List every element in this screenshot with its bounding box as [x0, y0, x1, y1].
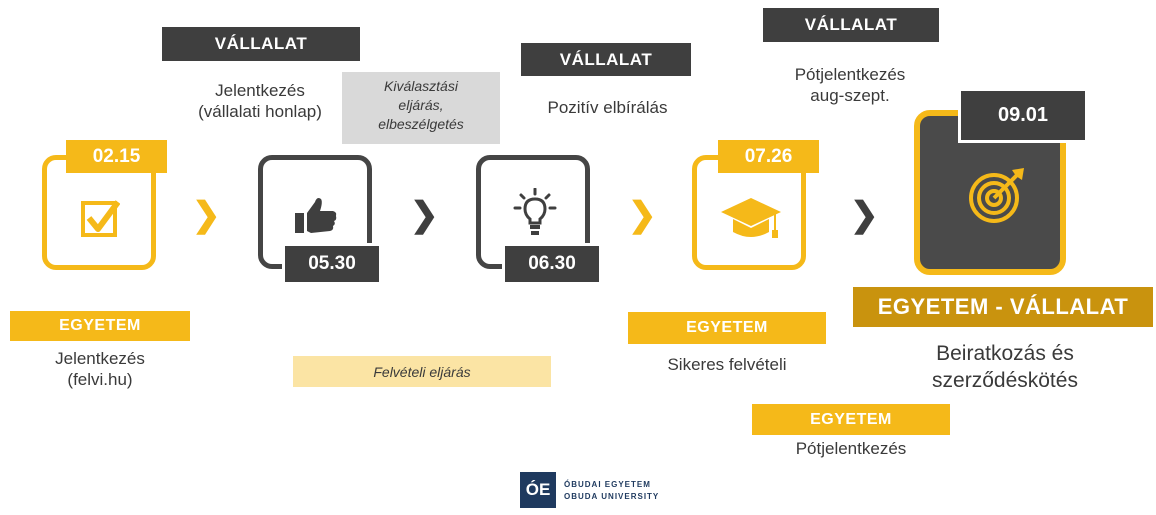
- chevron-right-icon: ❯: [410, 196, 439, 234]
- enrollment-text: Beiratkozás és szerződéskötés: [932, 342, 1078, 392]
- company-tag: VÁLLALAT: [162, 27, 360, 61]
- date-badge: 05.30: [282, 243, 382, 285]
- final-tag: EGYETEM - VÁLLALAT: [853, 287, 1153, 327]
- date-badge: 07.26: [718, 140, 819, 173]
- university-tag: EGYETEM: [628, 312, 826, 344]
- checkbox-icon: [80, 200, 121, 245]
- university-application-text: Jelentkezés (felvi.hu): [55, 349, 145, 389]
- target-icon: [968, 166, 1026, 229]
- lightbulb-icon: [513, 187, 557, 243]
- university-tag: EGYETEM: [752, 404, 950, 435]
- chevron-right-icon: ❯: [850, 196, 879, 234]
- university-logo-mark: ÓE: [520, 472, 556, 508]
- company-tag: VÁLLALAT: [763, 8, 939, 42]
- graduation-cap-icon: [719, 194, 783, 247]
- successful-admission-text: Sikeres felvételi: [667, 355, 787, 374]
- thumbs-up-icon: [293, 196, 339, 241]
- university-tag: EGYETEM: [10, 311, 190, 341]
- date-badge: 06.30: [502, 243, 602, 285]
- university-logo-text: ÓBUDAI EGYETEM OBUDA UNIVERSITY: [564, 480, 660, 501]
- admission-process-bar: Felvételi eljárás: [293, 356, 551, 387]
- company-application-text: Jelentkezés (vállalati honlap): [198, 81, 322, 121]
- positive-review-text: Pozitív elbírálás: [547, 98, 668, 117]
- date-badge: 02.15: [66, 140, 167, 173]
- chevron-right-icon: ❯: [628, 196, 657, 234]
- company-tag: VÁLLALAT: [521, 43, 691, 76]
- step-admission: [692, 155, 806, 270]
- supplementary-company-text: Pótjelentkezés aug-szept.: [794, 65, 906, 105]
- chevron-right-icon: ❯: [192, 196, 221, 234]
- date-badge: 09.01: [958, 88, 1088, 143]
- supplementary-university-text: Pótjelentkezés: [795, 439, 907, 458]
- selection-process-box: Kiválasztási eljárás, elbeszélgetés: [342, 72, 500, 144]
